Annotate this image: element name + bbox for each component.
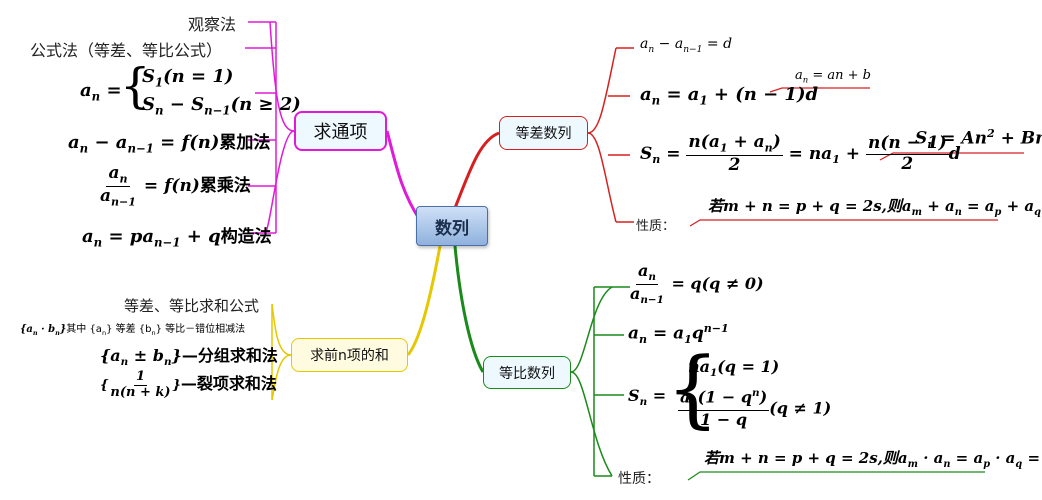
branch-qianxiang[interactable]: 求前n项的和: [291, 338, 408, 372]
dengbi-xingzhi-label: 性质：: [618, 471, 660, 487]
formula-dengbi-sum: Sn = { na1(q = 1) a1(1 − qn)1 − q(q ≠ 1): [628, 339, 832, 437]
item-fenzu: {an ± bn}—分组求和法: [100, 346, 278, 369]
formula-gouzao: an = pan−1 + q构造法: [82, 226, 272, 250]
formula-dengcha-quadratic: Sn = An2 + Bn: [915, 127, 1042, 152]
formula-dengbi-tongxiang: an = a1qn−1: [628, 322, 729, 347]
center-node[interactable]: 数列: [416, 206, 488, 246]
branch-qiutongxiang[interactable]: 求通项: [294, 111, 387, 151]
formula-dengcha-tongxiang: an = a1 + (n − 1)d: [640, 84, 819, 108]
item-guancha: 观察法: [188, 15, 237, 34]
formula-leijia: an − an−1 = f(n)累加法: [68, 132, 271, 156]
branch-dengcha[interactable]: 等差数列: [499, 116, 588, 150]
item-cuowei: {an · bn}其中 {an} 等差 {bn} 等比－错位相减法: [20, 324, 246, 337]
formula-dengcha-xingzhi: 若m + n = p + q = 2s,则am + an = ap + aq =…: [708, 197, 1041, 218]
item-qiuhe-gongshi: 等差、等比求和公式: [124, 297, 260, 315]
formula-dengcha-linear: an = an + b: [795, 68, 871, 85]
formula-dengbi-xingzhi: 若m + n = p + q = 2s,则am · an = ap · aq =…: [704, 449, 1042, 470]
formula-an-piecewise: an = { S1(n = 1) Sn − Sn−1(n ≥ 2): [80, 58, 301, 118]
dengcha-xingzhi-label: 性质：: [636, 219, 676, 234]
item-gongshi: 公式法（等差、等比公式）: [30, 41, 223, 60]
branch-dengbi[interactable]: 等比数列: [483, 356, 571, 389]
formula-dengcha-def: an − an−1 = d: [640, 36, 733, 55]
